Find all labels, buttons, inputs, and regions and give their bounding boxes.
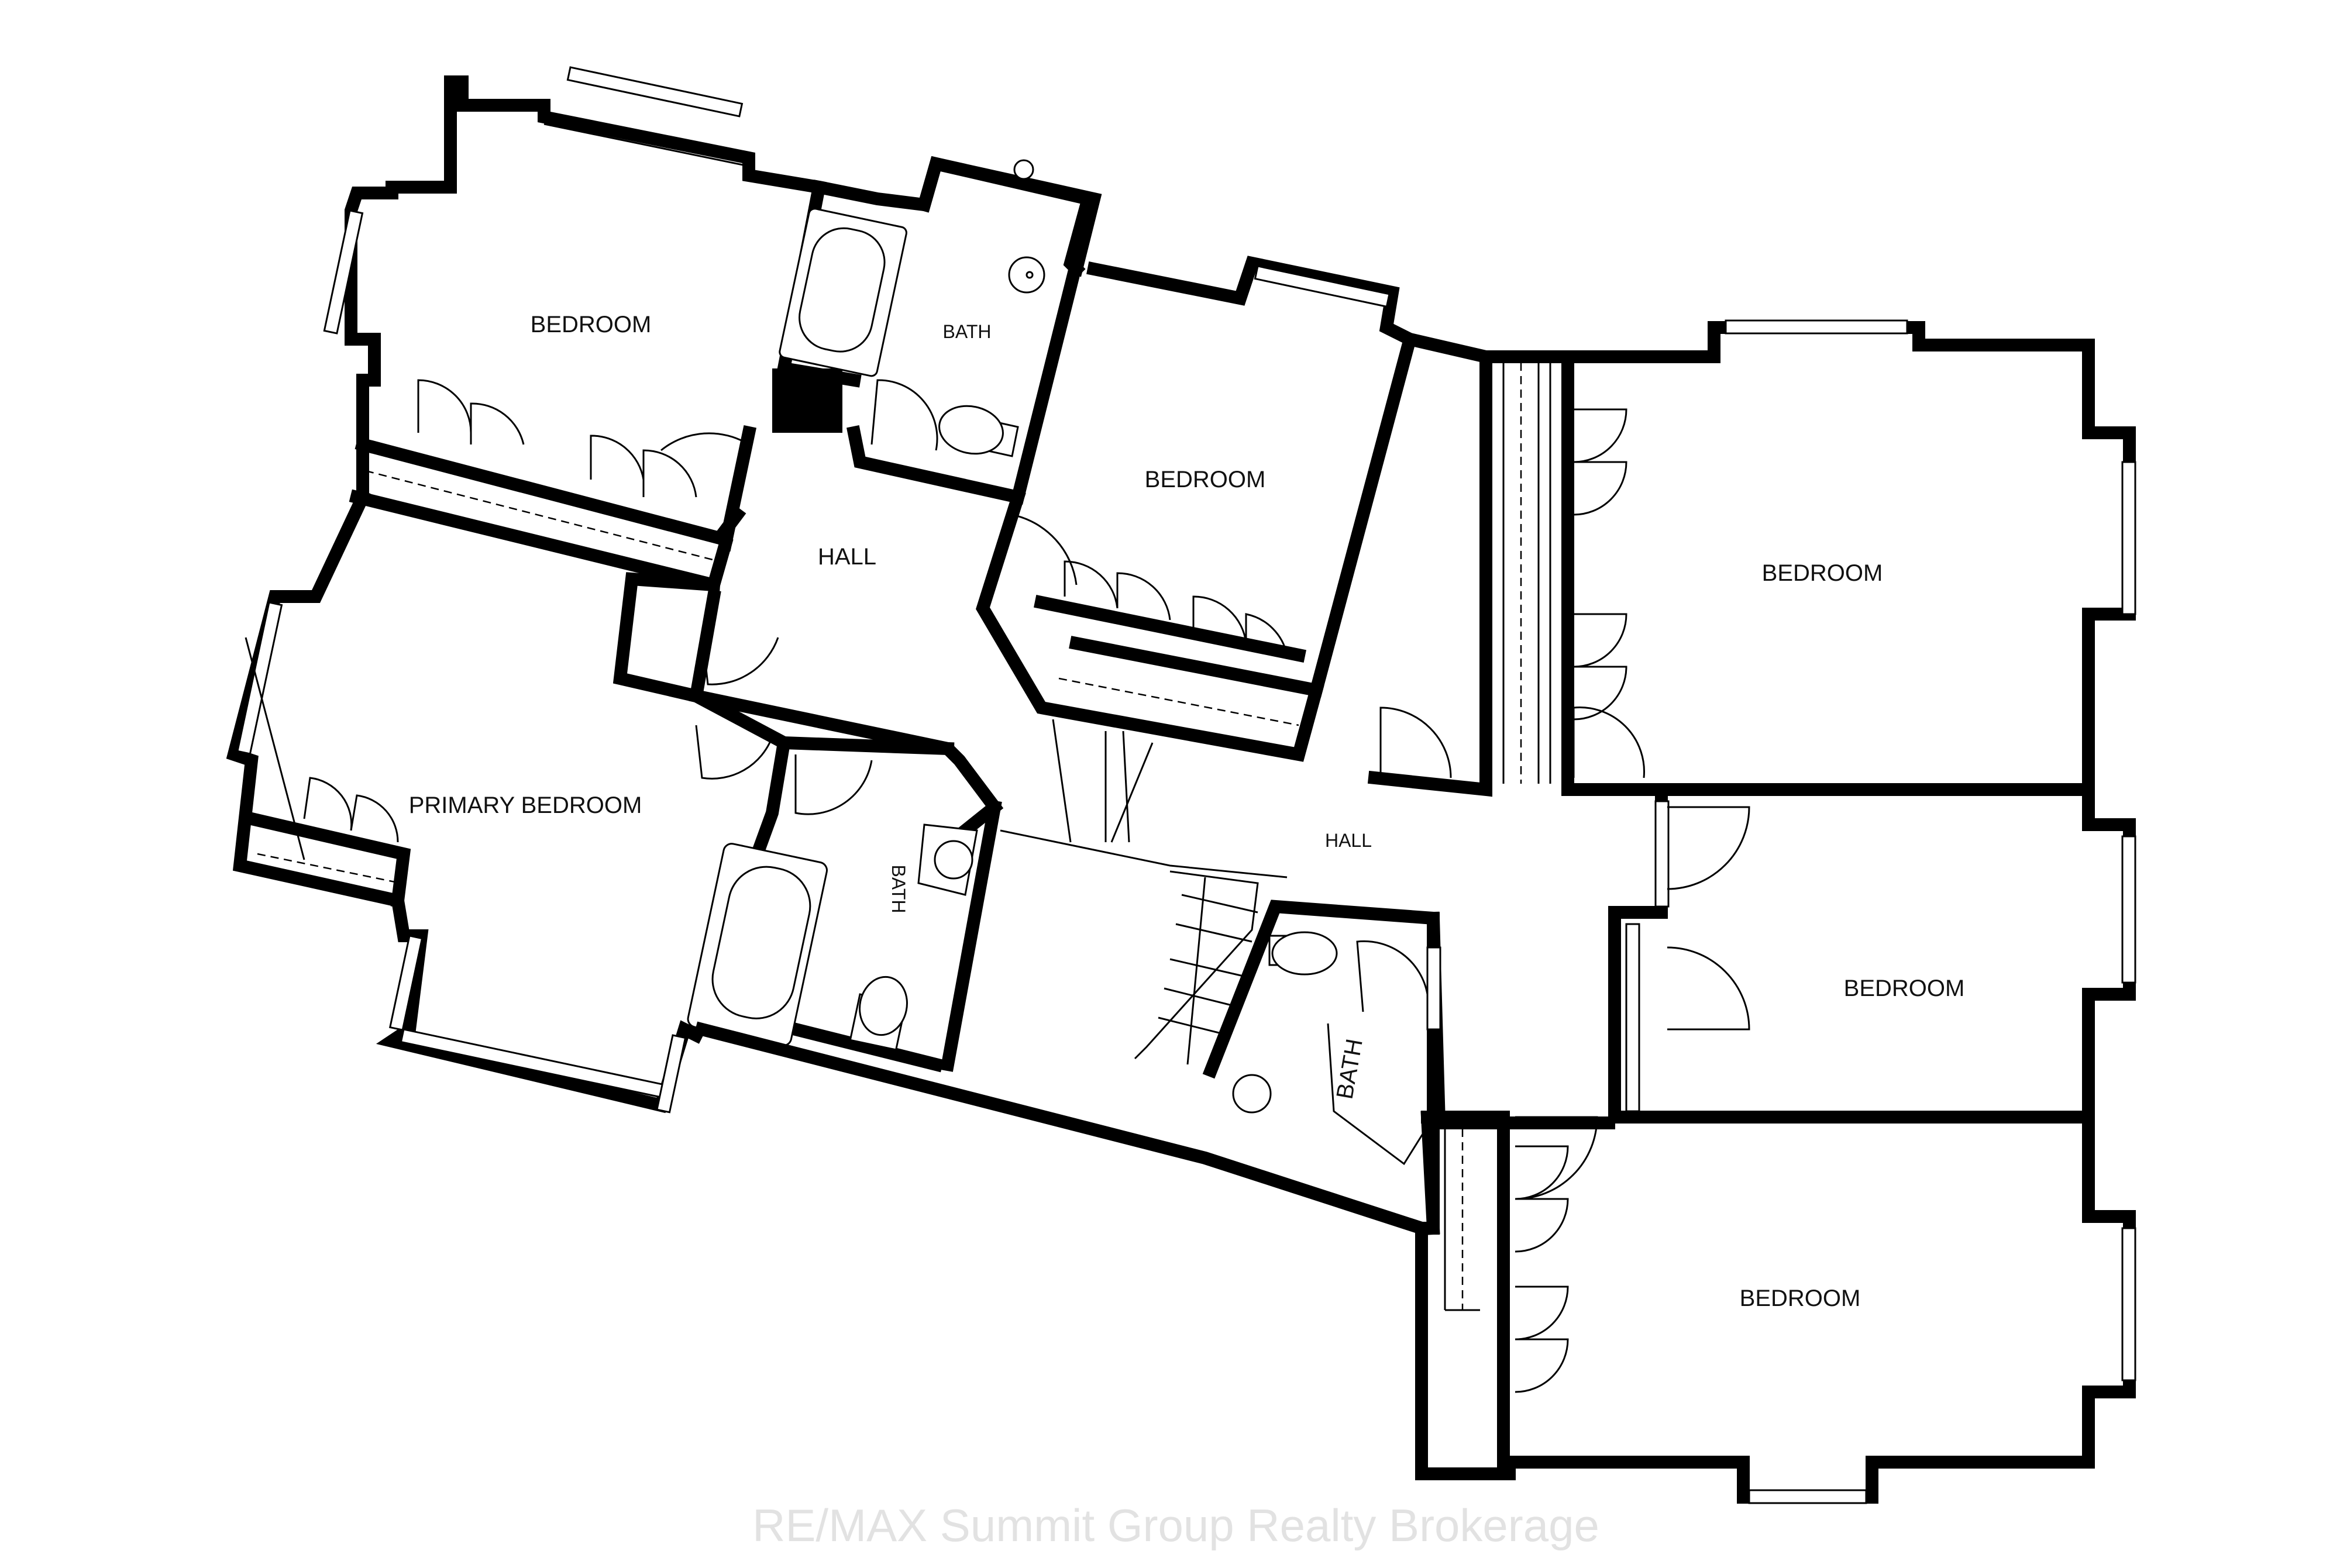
bedroom-e-walls	[1608, 783, 2136, 1124]
hall-upper-walls	[612, 425, 1154, 843]
bedroom-ne-walls	[1549, 319, 2136, 796]
label-bath-north: BATH	[943, 321, 992, 342]
closet-nw	[349, 379, 749, 593]
label-primary-bedroom: PRIMARY BEDROOM	[409, 792, 642, 818]
bath-north-walls	[772, 156, 1102, 505]
bath-ensuite-walls	[687, 687, 1002, 1073]
label-bath-ensuite: BATH	[888, 865, 909, 914]
label-bedroom-nw: BEDROOM	[531, 312, 652, 337]
primary-bedroom-walls	[226, 488, 705, 1114]
label-hall-upper: HALL	[818, 544, 876, 570]
bedroom-north-walls	[976, 256, 1417, 762]
label-bedroom-se: BEDROOM	[1740, 1286, 1861, 1311]
watermark: RE/MAX Summit Group Realty Brokerage	[752, 1500, 1599, 1551]
label-bedroom-north: BEDROOM	[1145, 467, 1266, 492]
label-bath-central: BATH	[1332, 1037, 1368, 1101]
label-bedroom-ne: BEDROOM	[1762, 560, 1883, 586]
bedroom-se-walls	[1415, 1111, 2136, 1504]
label-hall-main: HALL	[1325, 830, 1372, 851]
label-bedroom-e: BEDROOM	[1844, 976, 1965, 1001]
